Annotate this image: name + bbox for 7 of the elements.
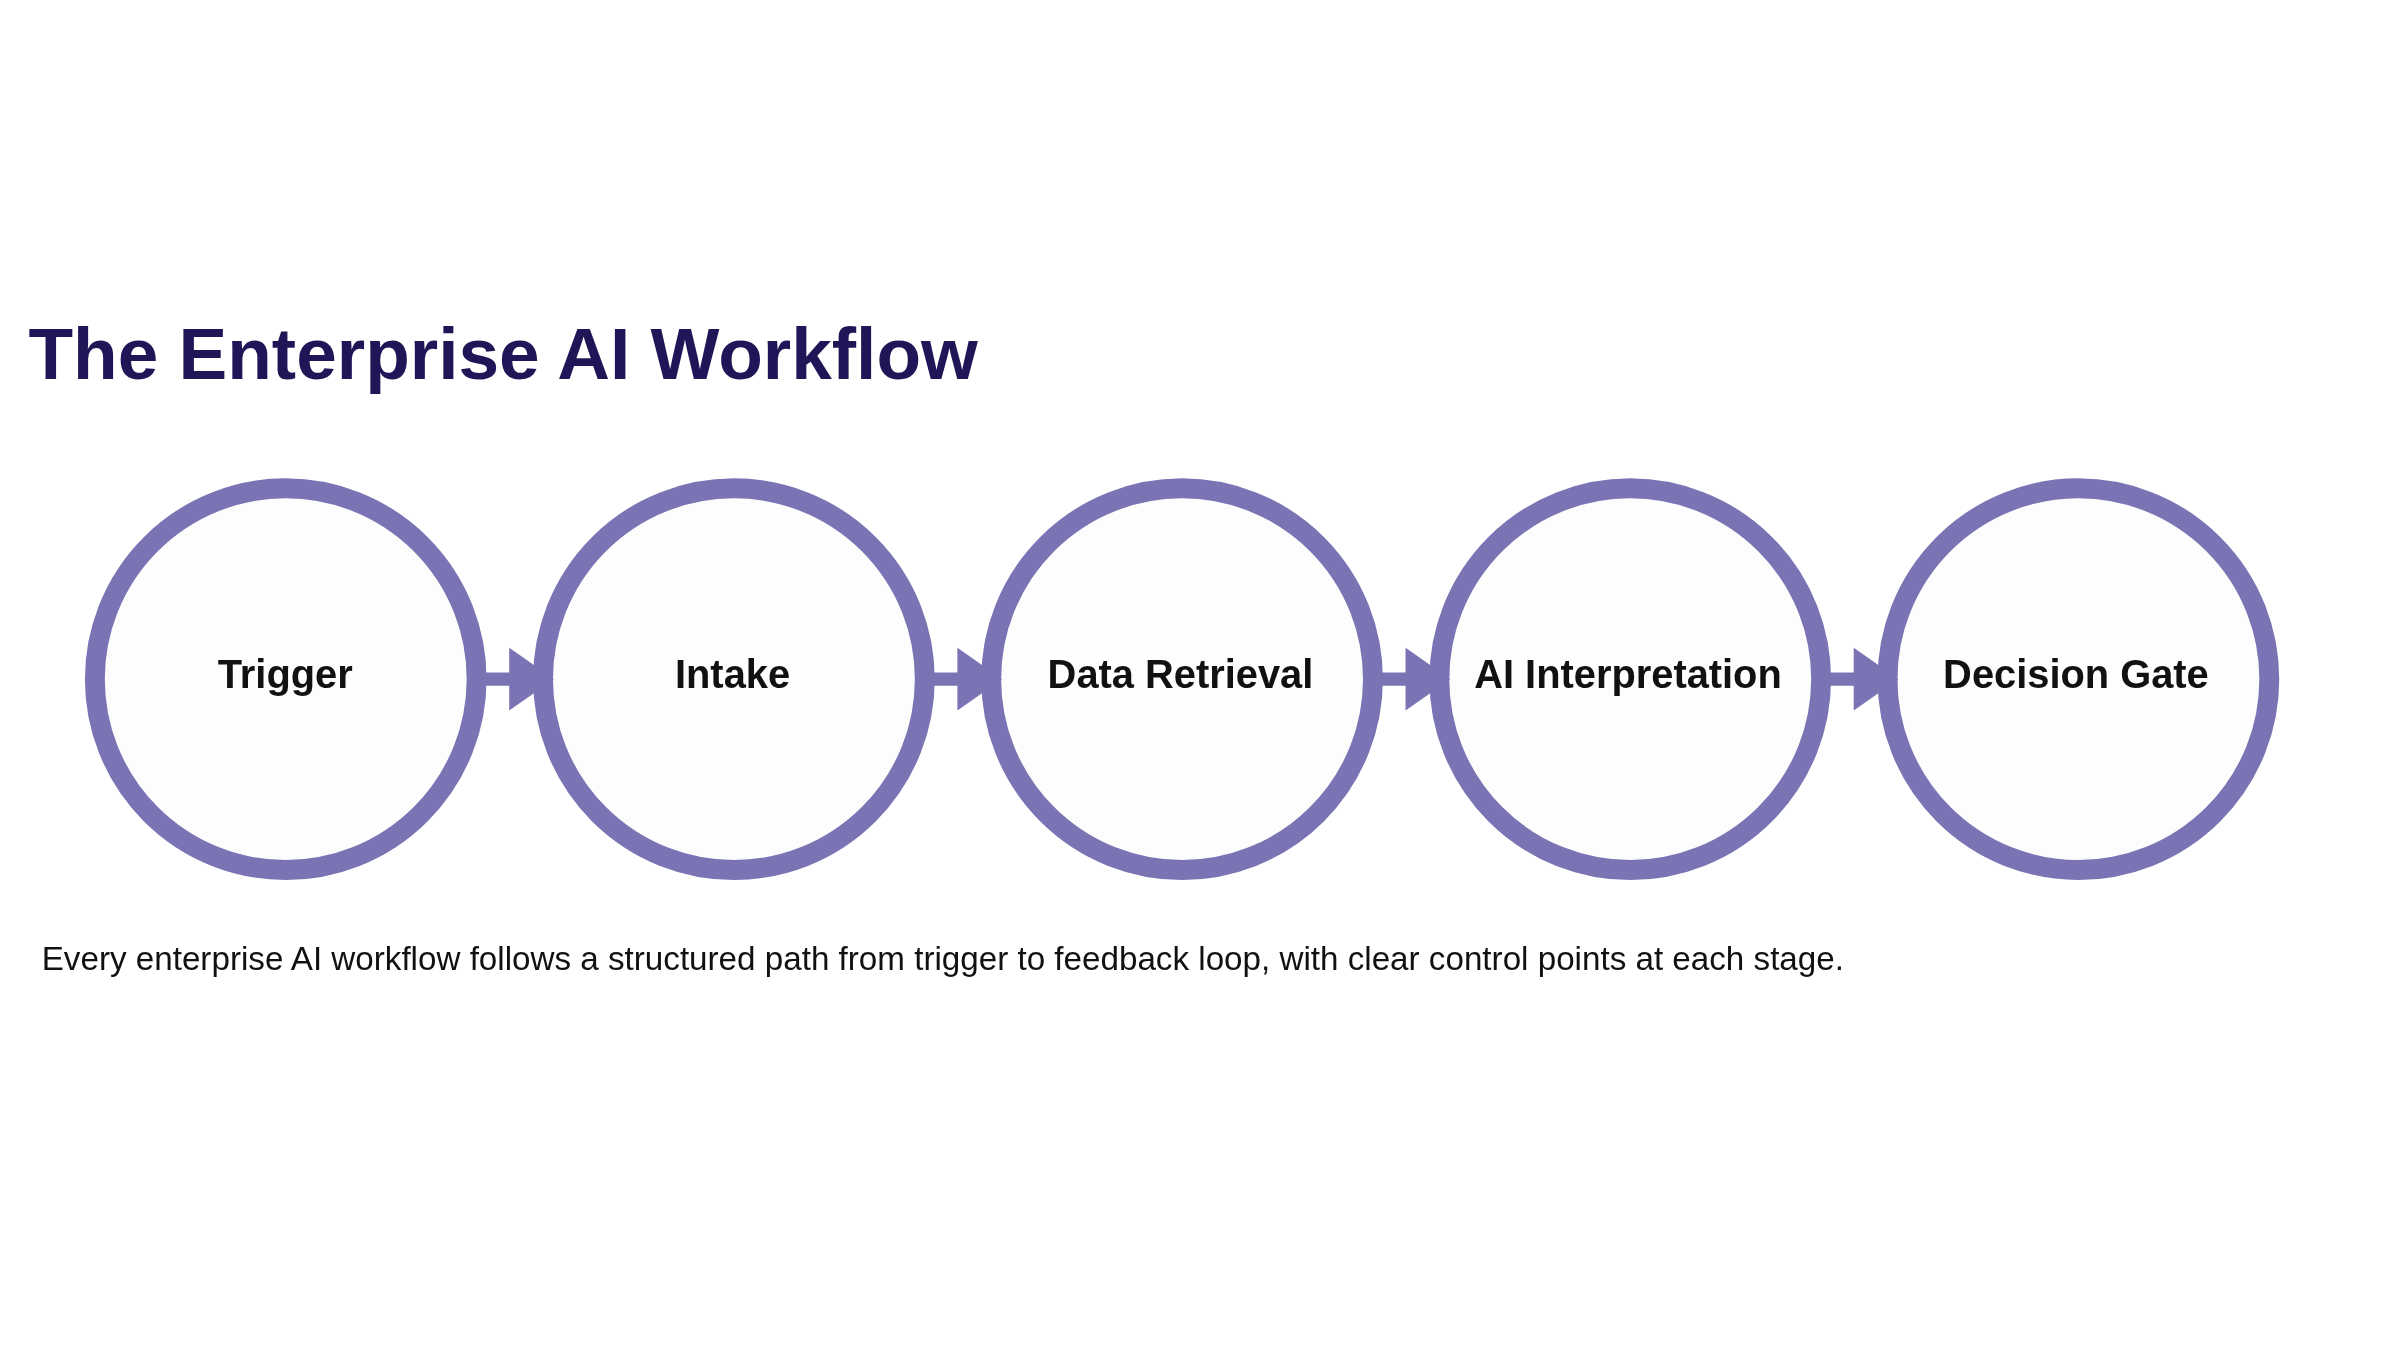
- node-circle: Decision Gate: [1877, 477, 2280, 880]
- node-circle: Intake: [533, 477, 935, 880]
- diagram-title: The Enterprise AI Workflow: [28, 312, 978, 394]
- node-circle: Trigger: [84, 477, 487, 880]
- caption: Every enterprise AI workflow follows a structured path from trigger to feedback loop, with clear control points at each stage.: [41, 939, 1844, 977]
- node-circle: AI Interpretation: [1429, 477, 1832, 880]
- node-circle: Data Retrieval: [981, 477, 1383, 880]
